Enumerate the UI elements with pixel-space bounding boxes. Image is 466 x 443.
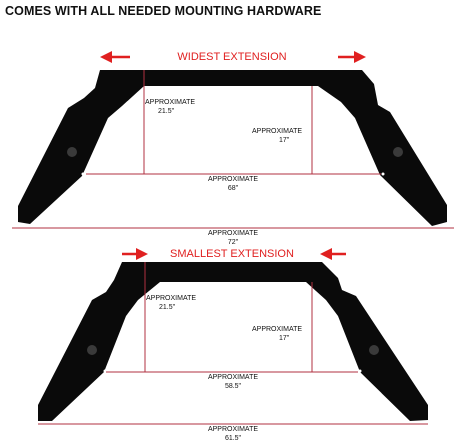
bottom-outer-width-value: 61.5" — [225, 435, 242, 442]
top-right-mount-hole — [393, 147, 403, 157]
bottom-inner-width-value: 58.5" — [225, 383, 242, 390]
top-left-arrow-icon — [100, 51, 130, 63]
bottom-right-mount-hole — [369, 345, 379, 355]
top-height-left-value: 21.5" — [158, 108, 175, 115]
top-inner-width-value: 68" — [228, 185, 239, 192]
top-rack-silhouette — [18, 70, 447, 226]
top-title: WIDEST EXTENSION — [177, 51, 286, 63]
bottom-left-bolt — [103, 369, 107, 373]
top-right-arrow-icon — [338, 51, 366, 63]
bottom-height-right-value: 17" — [279, 335, 290, 342]
top-height-right-value: 17" — [279, 137, 290, 144]
bottom-left-mount-hole — [87, 345, 97, 355]
top-left-bolt — [81, 172, 85, 176]
bottom-diagram: SMALLEST EXTENSION APPROXIMATE 21.5" APP… — [38, 248, 428, 442]
bottom-rack-silhouette — [38, 262, 428, 421]
top-left-mount-hole — [67, 147, 77, 157]
bottom-right-bolt — [358, 369, 362, 373]
top-right-bolt — [381, 172, 385, 176]
top-height-left-label: APPROXIMATE — [145, 99, 195, 106]
bottom-height-left-value: 21.5" — [159, 304, 176, 311]
top-diagram: WIDEST EXTENSION APPROXIMATE 21.5" APPRO… — [12, 51, 454, 246]
bottom-left-pointing-arrow-icon — [320, 248, 346, 260]
top-inner-width-label: APPROXIMATE — [208, 176, 258, 183]
bottom-outer-width-label: APPROXIMATE — [208, 426, 258, 433]
top-outer-width-value: 72" — [228, 239, 239, 246]
bottom-right-pointing-arrow-icon — [122, 248, 148, 260]
bottom-height-right-label: APPROXIMATE — [252, 326, 302, 333]
bottom-title: SMALLEST EXTENSION — [170, 248, 294, 260]
bottom-inner-width-label: APPROXIMATE — [208, 374, 258, 381]
top-outer-width-label: APPROXIMATE — [208, 230, 258, 237]
header-text: COMES WITH ALL NEEDED MOUNTING HARDWARE — [5, 4, 322, 18]
top-height-right-label: APPROXIMATE — [252, 128, 302, 135]
bottom-height-left-label: APPROXIMATE — [146, 295, 196, 302]
